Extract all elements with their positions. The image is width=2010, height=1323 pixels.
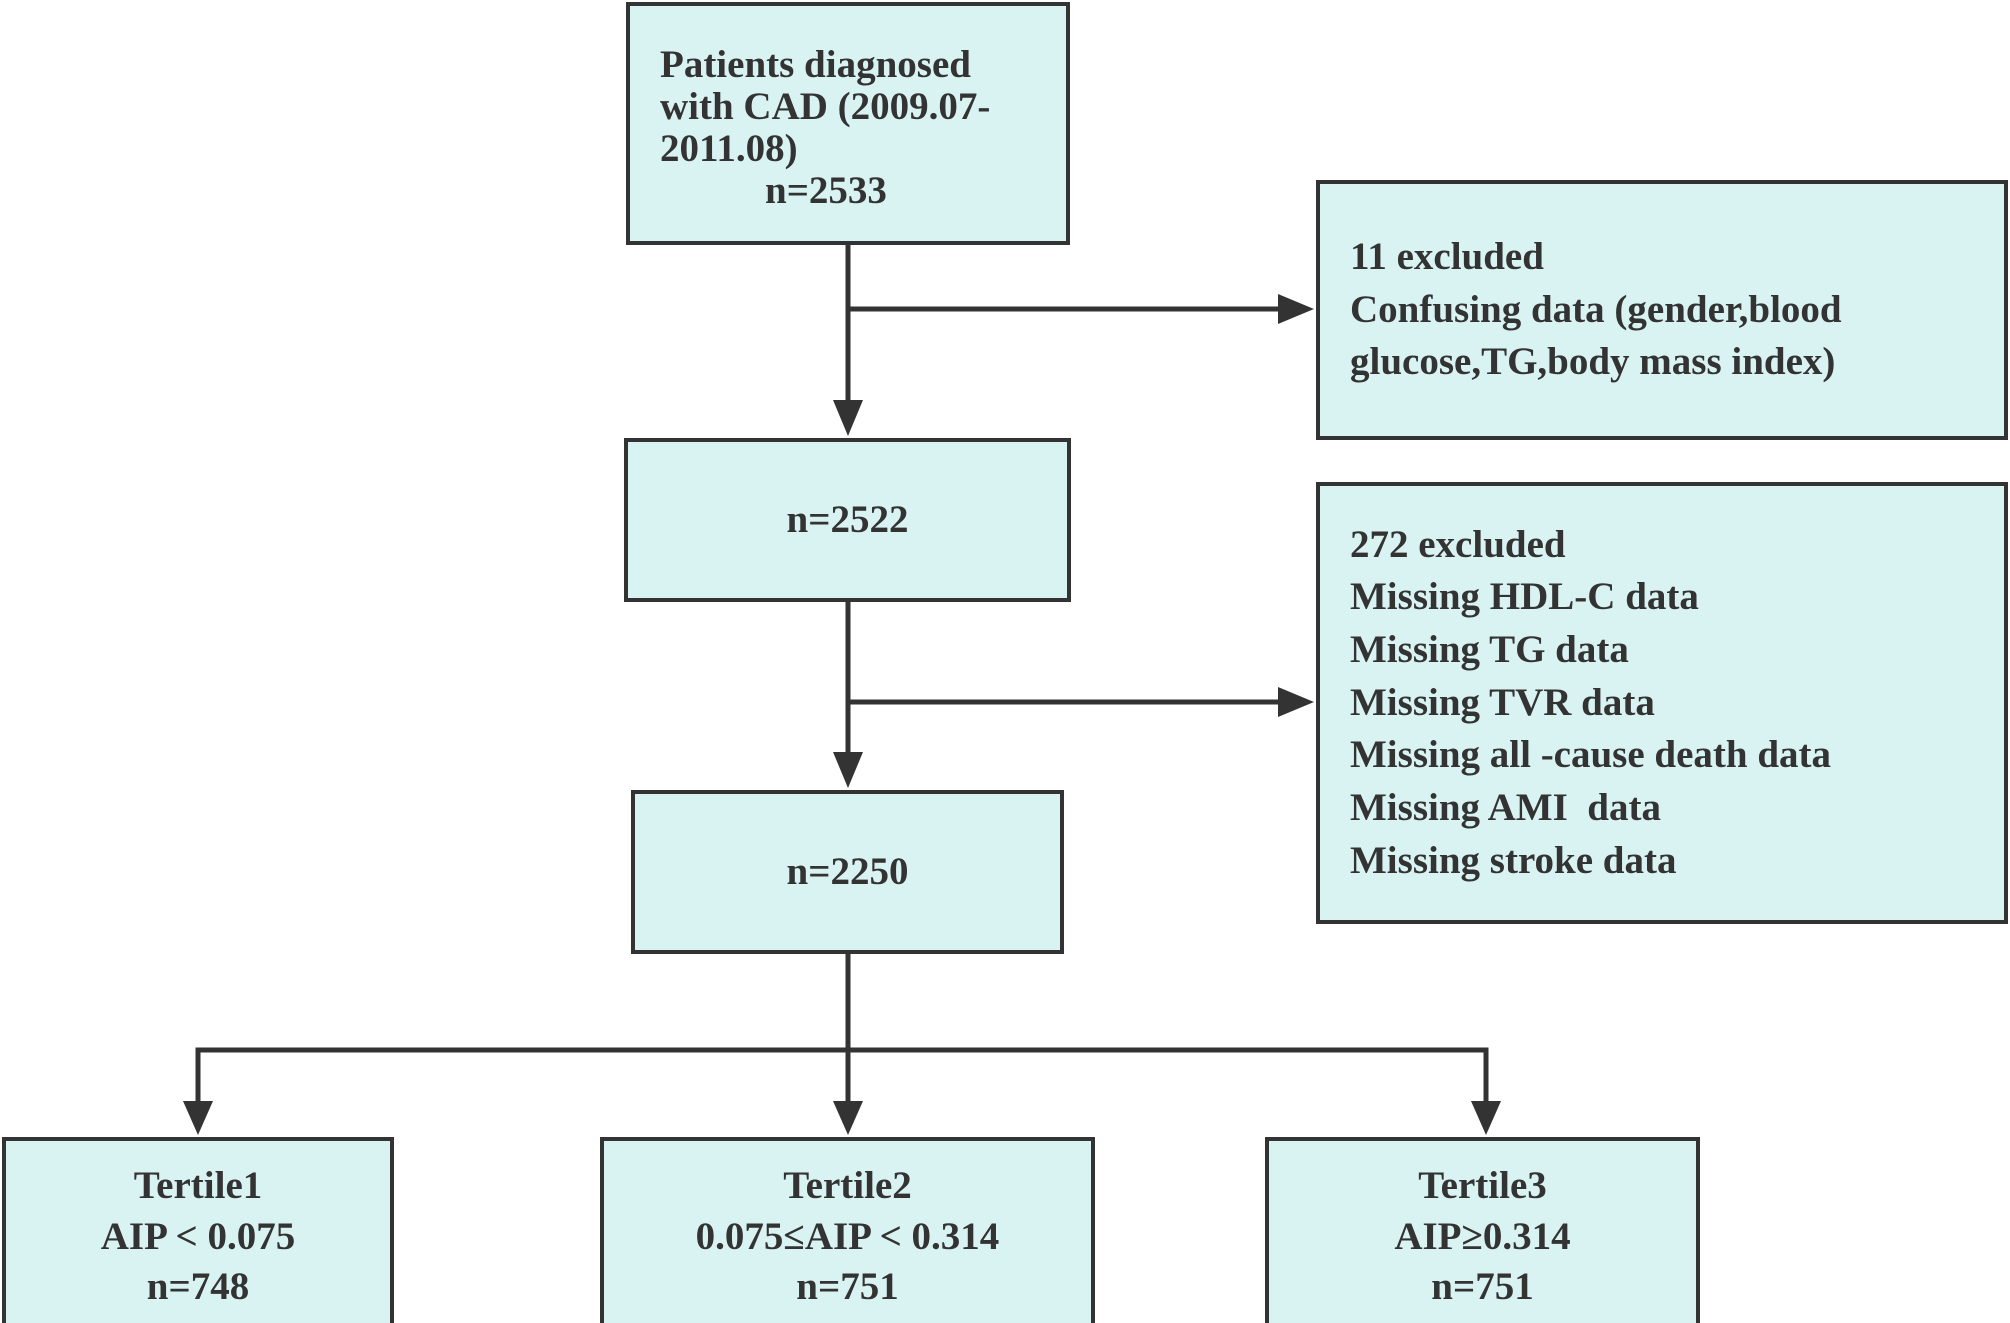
arrowhead-to-tertile1 <box>183 1101 213 1135</box>
exclusion-1-reason-line-1: Confusing data (gender,blood <box>1350 287 1842 331</box>
arrowhead-to-n2250 <box>833 752 863 788</box>
arrowhead-to-exclude2 <box>1278 687 1314 717</box>
box-tertile-2: Tertile2 0.075≤AIP < 0.314 n=751 <box>600 1137 1095 1323</box>
box-n2250-text: n=2250 <box>786 849 909 893</box>
tertile-2-title: Tertile2 <box>783 1164 912 1207</box>
exclusion-2-reason-hdl: Missing HDL-C data <box>1350 575 1699 619</box>
exclusion-1-count: 11 excluded <box>1350 235 1544 279</box>
exclusion-2-count: 272 excluded <box>1350 522 1566 566</box>
exclusion-1-reason-line-2: glucose,TG,body mass index) <box>1350 340 1836 384</box>
tertile-3-range: AIP≥0.314 <box>1394 1214 1571 1258</box>
tertile-2-range: 0.075≤AIP < 0.314 <box>695 1214 1000 1258</box>
box-n2250: n=2250 <box>631 790 1064 954</box>
box-start-count: n=2533 <box>765 169 887 213</box>
box-n2522-text: n=2522 <box>786 497 909 541</box>
arrowhead-to-tertile3 <box>1471 1101 1501 1135</box>
exclusion-2-reason-tg: Missing TG data <box>1350 628 1629 672</box>
box-patients-diagnosed: Patients diagnosed with CAD (2009.07- 20… <box>626 2 1070 245</box>
box-exclusion-1: 11 excluded Confusing data (gender,blood… <box>1316 180 2008 440</box>
box-start-line-2: with CAD (2009.07- <box>660 85 991 129</box>
arrowhead-to-exclude1 <box>1278 294 1314 324</box>
exclusion-2-reason-ami: Missing AMI data <box>1350 785 1661 829</box>
arrowhead-to-tertile2 <box>833 1101 863 1135</box>
tertile-3-count: n=751 <box>1431 1265 1534 1309</box>
tertile-1-count: n=748 <box>146 1265 250 1309</box>
exclusion-2-reason-tvr: Missing TVR data <box>1350 680 1655 724</box>
box-start-line-1: Patients diagnosed <box>660 43 971 86</box>
arrowhead-to-n2522 <box>833 400 863 436</box>
box-start-line-3: 2011.08) <box>660 127 798 171</box>
connector-branch <box>195 1047 1489 1103</box>
box-exclusion-2: 272 excluded Missing HDL-C data Missing … <box>1316 482 2008 924</box>
box-tertile-1: Tertile1 AIP < 0.075 n=748 <box>2 1137 394 1323</box>
tertile-3-title: Tertile3 <box>1418 1164 1547 1207</box>
exclusion-2-reason-stroke: Missing stroke data <box>1350 838 1677 882</box>
box-n2522: n=2522 <box>624 438 1071 602</box>
tertile-1-range: AIP < 0.075 <box>100 1214 296 1258</box>
tertile-2-count: n=751 <box>796 1265 899 1309</box>
exclusion-2-reason-death: Missing all -cause death data <box>1350 733 1832 777</box>
box-tertile-3: Tertile3 AIP≥0.314 n=751 <box>1265 1137 1700 1323</box>
tertile-1-title: Tertile1 <box>133 1164 263 1207</box>
